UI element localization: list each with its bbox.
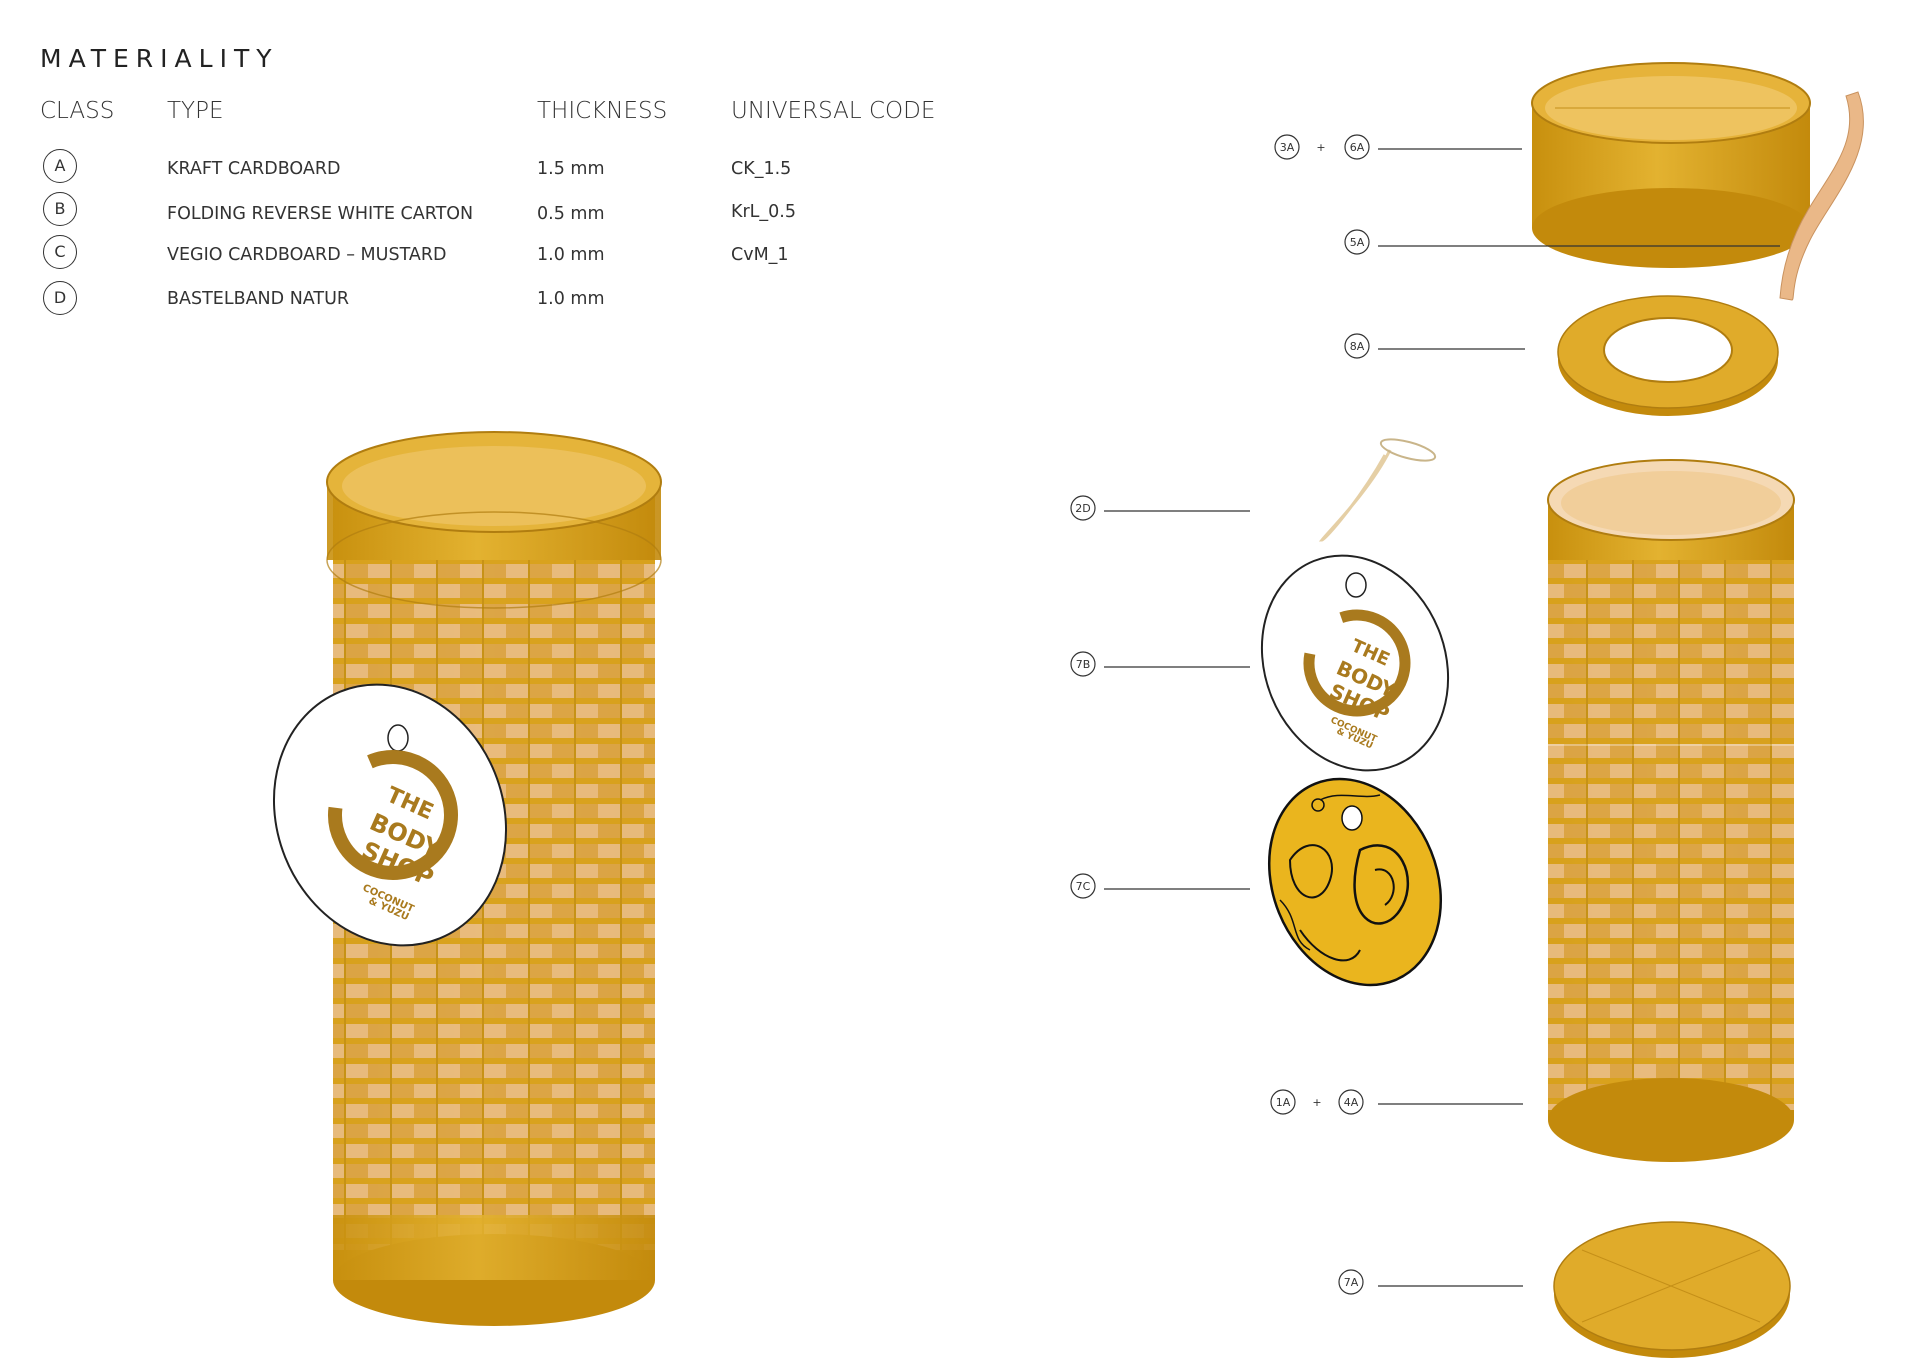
class-badge: C	[43, 235, 77, 269]
callout-7a: 7A	[1344, 1276, 1359, 1289]
material-code: KrL_0.5	[731, 202, 797, 222]
material-thickness: 1.5 mm	[537, 159, 605, 179]
material-thickness: 1.0 mm	[537, 245, 605, 265]
callout-4a: 4A	[1344, 1096, 1359, 1109]
header-class: CLASS	[40, 98, 115, 124]
callout-plus: +	[1316, 141, 1325, 154]
hang-tag-assembled: THE BODY SHOP COCONUT & YUZU	[272, 683, 508, 947]
string-part	[1318, 438, 1437, 542]
material-type: KRAFT CARDBOARD	[167, 159, 341, 179]
class-badge: B	[43, 192, 77, 226]
material-thickness: 1.0 mm	[537, 289, 605, 309]
class-badge: D	[43, 281, 77, 315]
class-badge: A	[43, 149, 77, 183]
callout-3a: 3A	[1280, 141, 1295, 154]
hang-tag-front-part: THE BODY SHOP COCONUT & YUZU	[1260, 554, 1450, 772]
material-thickness: 0.5 mm	[537, 204, 605, 224]
base-disc-part	[1553, 1221, 1791, 1358]
callout-plus-2: +	[1312, 1096, 1321, 1109]
header-thickness: THICKNESS	[537, 98, 668, 124]
material-code: CvM_1	[731, 245, 789, 265]
ring-part	[1557, 295, 1779, 416]
callout-6a: 6A	[1350, 141, 1365, 154]
callout-1a: 1A	[1276, 1096, 1291, 1109]
callout-7c: 7C	[1076, 880, 1091, 893]
header-universal-code: UNIVERSAL CODE	[731, 98, 936, 124]
page-title: MATERIALITY	[40, 44, 279, 73]
callout-7b: 7B	[1076, 658, 1091, 671]
header-type: TYPE	[167, 98, 224, 124]
hang-tag-back-part	[1267, 777, 1443, 987]
callout-8a: 8A	[1350, 340, 1365, 353]
material-code: CK_1.5	[731, 159, 792, 179]
material-type: VEGIO CARDBOARD – MUSTARD	[167, 245, 447, 265]
cylinder-body-part	[1547, 459, 1795, 1162]
material-type: BASTELBAND NATUR	[167, 289, 350, 309]
callout-5a: 5A	[1350, 236, 1365, 249]
callouts	[1070, 134, 1780, 1295]
material-type: FOLDING REVERSE WHITE CARTON	[167, 204, 474, 224]
callout-2d: 2D	[1075, 502, 1090, 515]
bastelband-strip	[1779, 91, 1864, 301]
lid-part	[1531, 62, 1811, 268]
